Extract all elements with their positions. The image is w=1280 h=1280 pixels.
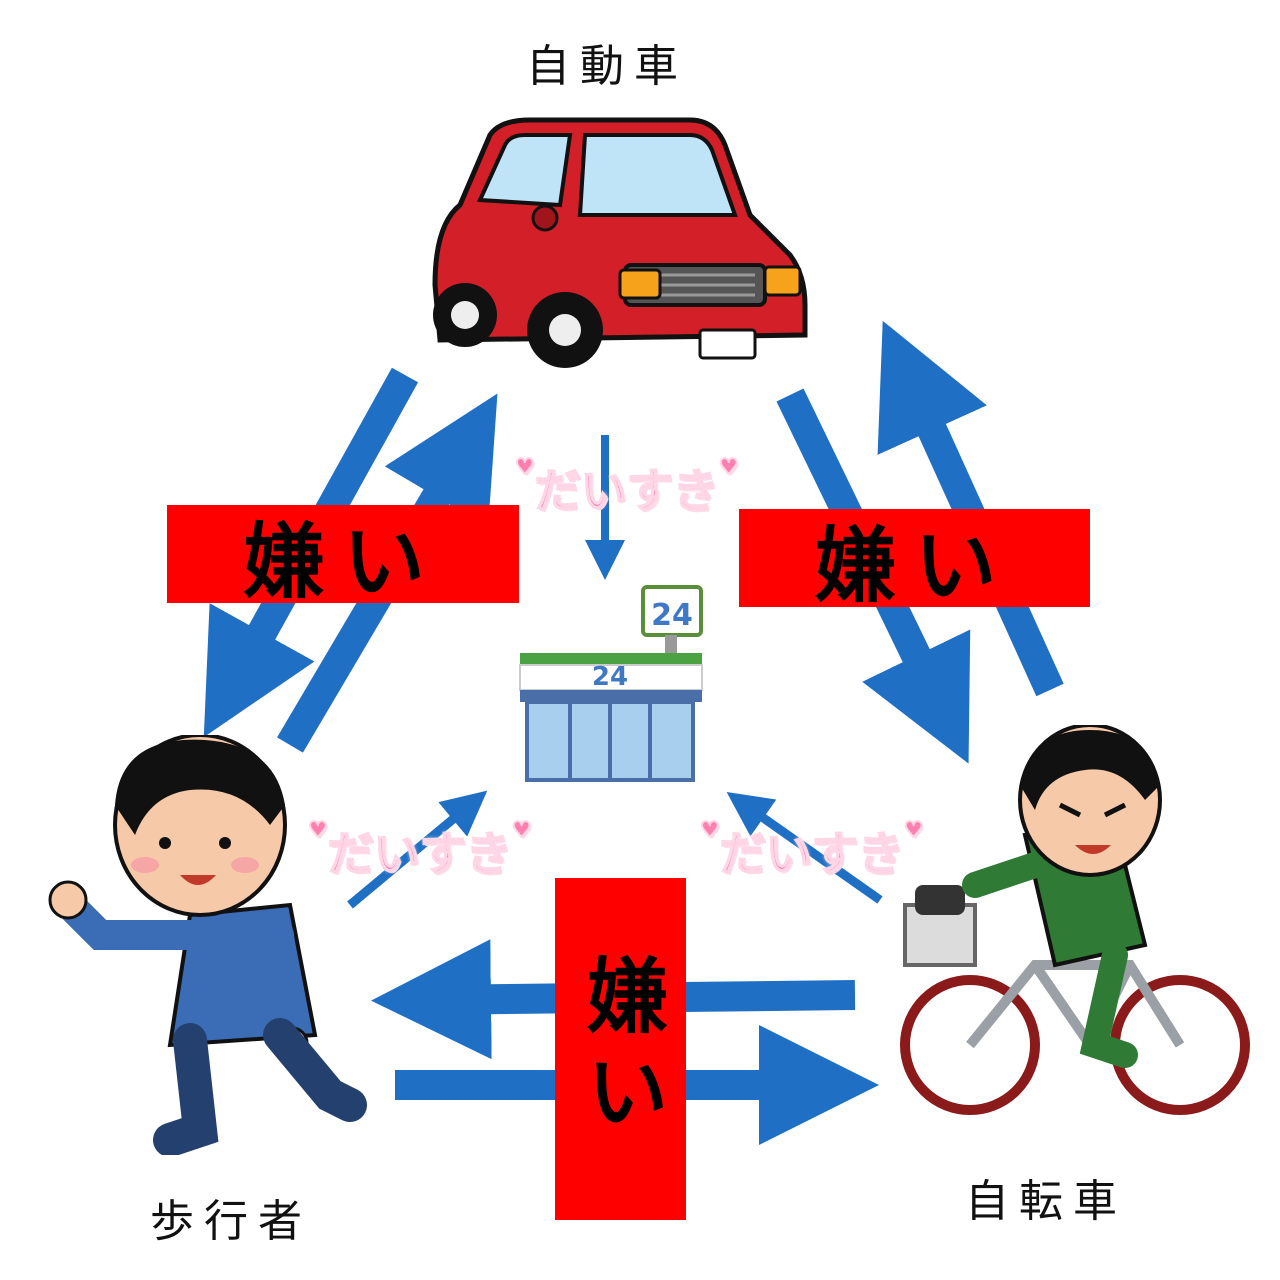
store-front-number: 24: [592, 662, 628, 692]
store-sign-number: 24: [651, 598, 693, 633]
love-car-label: ♥だいすき♥: [514, 454, 740, 521]
pedestrian-illustration: [48, 735, 367, 1155]
love-bicycle-label: ♥だいすき♥: [699, 817, 925, 884]
heart-icon: ♥: [903, 817, 925, 844]
convenience-store-illustration: 24 24: [519, 585, 703, 782]
love-car-text: だいすき: [534, 463, 720, 519]
arrow-bicycle-to-store: [726, 792, 883, 904]
heart-icon: ♥: [307, 817, 329, 844]
hate-car-pedestrian-box: 嫌い: [167, 505, 519, 610]
hate-car-bicycle-text: 嫌い: [814, 517, 1015, 614]
love-pedestrian-label: ♥だいすき♥: [307, 817, 533, 884]
love-bicycle-text: だいすき: [719, 826, 905, 882]
hate-car-pedestrian-text: 嫌い: [242, 513, 443, 610]
car-label: 自動車: [526, 41, 688, 92]
love-pedestrian-text: だいすき: [327, 826, 513, 882]
heart-icon: ♥: [514, 454, 536, 481]
bicycle-label: 自転車: [965, 1176, 1127, 1227]
pedestrian-label: 歩行者: [150, 1196, 312, 1247]
heart-icon: ♥: [699, 817, 721, 844]
arrow-pedestrian-to-store: [347, 790, 488, 909]
car-illustration: [432, 117, 808, 368]
bicycle-illustration: [900, 725, 1250, 1115]
hate-pedestrian-bicycle-box: 嫌い: [555, 878, 686, 1220]
heart-icon: ♥: [511, 817, 533, 844]
hate-pedestrian-bicycle-text: 嫌い: [572, 953, 668, 1145]
hate-car-bicycle-box: 嫌い: [739, 509, 1090, 614]
heart-icon: ♥: [718, 454, 740, 481]
